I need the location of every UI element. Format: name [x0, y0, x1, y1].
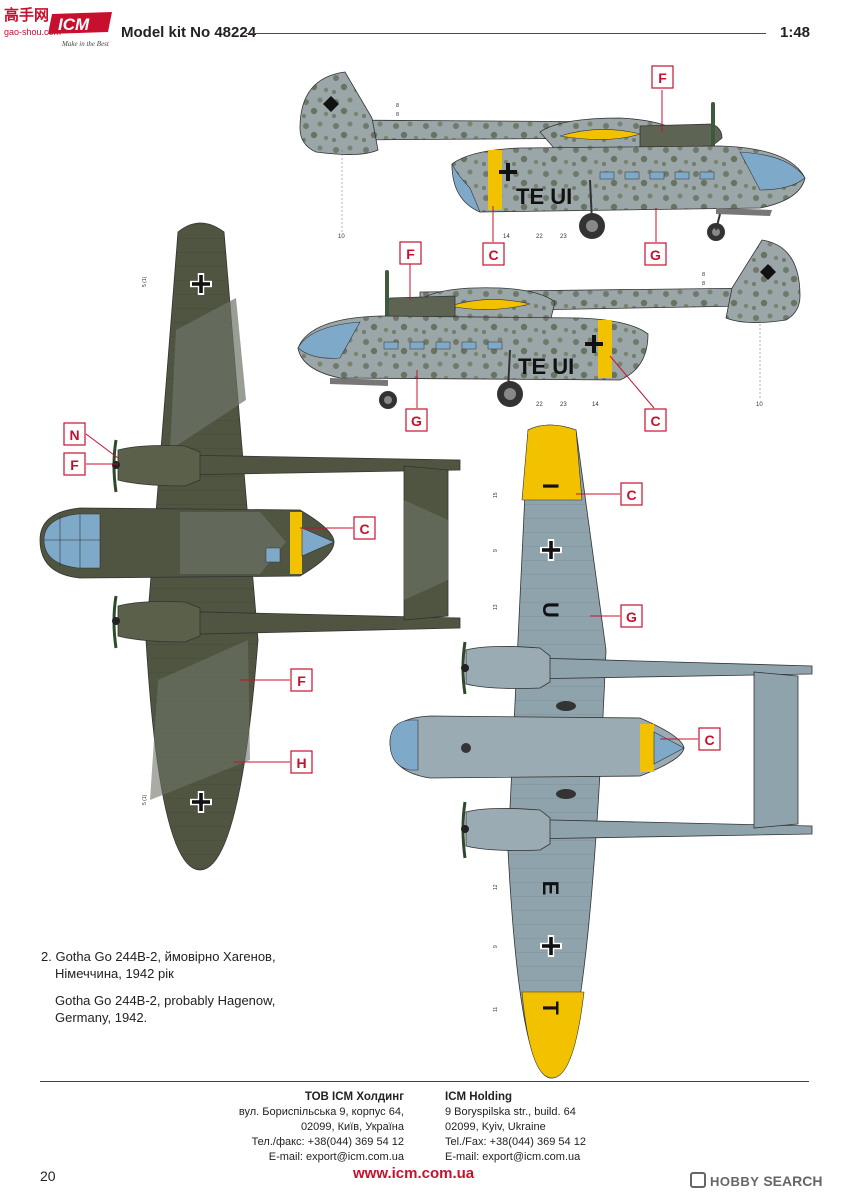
callouts: F C G F G C N F C F H [63, 65, 721, 774]
ref-14: 14 [503, 234, 510, 240]
stencil-top-left: 5 (1) [142, 276, 148, 287]
header-rule [246, 33, 766, 34]
stencil-13: 13 [493, 604, 499, 610]
address-ua-line2: 02099, Київ, Україна [300, 1121, 404, 1133]
company-en: ICM Holding [445, 1091, 513, 1103]
website-link[interactable]: www.icm.com.ua [353, 1165, 475, 1182]
scale-label: 1:48 [780, 24, 811, 41]
svg-text:C: C [704, 732, 714, 748]
callout-c-5: C [698, 727, 721, 751]
stencil-bottom-left: 5 (1) [142, 794, 148, 805]
address-en-line1: 9 Boryspilska str., build. 64 [445, 1106, 576, 1118]
svg-text:F: F [297, 673, 306, 689]
address-en-line2: 02099, Kyiv, Ukraine [445, 1121, 546, 1133]
svg-text:N: N [69, 427, 79, 443]
watermark-brand: HOBBY [710, 1174, 760, 1189]
logo-brand-shape [48, 12, 112, 34]
logo-brand: ICM [58, 15, 90, 34]
company-ua: ТОВ ICM Холдинг [304, 1091, 404, 1103]
underside-letter-u: U [538, 602, 563, 618]
callout-c-4: C [620, 482, 643, 506]
logo-tagline: Make in the Best [61, 40, 110, 48]
svg-text:C: C [488, 247, 498, 263]
address-en-line4: E-mail: export@icm.com.ua [445, 1151, 581, 1163]
logo-site-chars: 高手网 [4, 6, 49, 24]
callout-f-1: F [651, 65, 674, 89]
svg-text:F: F [406, 246, 415, 262]
callout-g-1: G [644, 242, 667, 266]
footer-rule [40, 1081, 809, 1082]
aircraft-caption: 2. Gotha Go 244B-2, ймовірно Хагенов, Ні… [41, 948, 276, 1026]
svg-text:C: C [650, 413, 660, 429]
page-title: Model kit No 48224 [121, 24, 257, 41]
callout-c-1: C [482, 242, 505, 266]
stencil-9b: 9 [493, 945, 499, 948]
underside-letter-t: T [538, 1001, 563, 1015]
address-ua-line4: E-mail: export@icm.com.ua [268, 1151, 404, 1163]
ref-14-b: 14 [592, 402, 599, 408]
address-ua: ТОВ ICM Холдинг вул. Бориспільська 9, ко… [239, 1090, 404, 1165]
svg-text:C: C [626, 487, 636, 503]
ref-23: 23 [560, 234, 567, 240]
address-en: ICM Holding 9 Boryspilska str., build. 6… [445, 1090, 586, 1165]
side-code-1: TE UI [516, 184, 572, 209]
watermark-word: SEARCH [763, 1173, 823, 1189]
underside-letter-i: I [538, 483, 563, 489]
stencil-15: 15 [493, 492, 499, 498]
bottom-view: I U E T 15 9 13 12 9 11 [389, 424, 813, 1079]
ref-22: 22 [536, 234, 543, 240]
callout-c-2: C [644, 408, 667, 432]
side-code-2: TE UI [518, 354, 574, 379]
tail-stencil-2: 8 [396, 112, 399, 118]
tail-stencil: 8 [396, 103, 399, 109]
caption-ua-line2: Німеччина, 1942 рік [55, 966, 174, 981]
aircraft-drawings: 8 8 TE UI 10 14 22 23 [39, 65, 813, 1079]
callout-g-3: G [620, 604, 643, 628]
ref-22-b: 22 [536, 402, 543, 408]
svg-text:G: G [650, 247, 661, 263]
watermark-icon [690, 1172, 706, 1188]
stencil-12: 12 [493, 884, 499, 890]
caption-ua-line1: 2. Gotha Go 244B-2, ймовірно Хагенов, [41, 949, 276, 964]
svg-text:G: G [626, 609, 637, 625]
logo-site-url: gao-shou.com [4, 27, 61, 37]
icm-logo: 高手网 gao-shou.com ICM Make in the Best [4, 6, 112, 48]
ref-10-b: 10 [756, 402, 763, 408]
ref-10: 10 [338, 234, 345, 240]
svg-text:H: H [296, 755, 306, 771]
callout-f-2: F [399, 241, 422, 265]
svg-text:G: G [411, 413, 422, 429]
side-profile-right: 8 8 TE UI 10 14 22 23 [299, 71, 806, 241]
caption-en-line1: Gotha Go 244B-2, probably Hagenow, [55, 993, 276, 1008]
callout-h: H [290, 750, 313, 774]
top-view: 5 (1) 5 (1) [39, 222, 461, 871]
callout-f-4: F [290, 668, 313, 692]
side-profile-left: 8 8 TE UI 10 22 23 14 [297, 239, 801, 409]
hobby-search-watermark: HOBBY SEARCH [690, 1172, 822, 1189]
svg-text:F: F [658, 70, 667, 86]
callout-n: N [63, 422, 86, 446]
tail-stencil-3: 8 [702, 272, 705, 278]
svg-text:F: F [70, 457, 79, 473]
caption-en-line2: Germany, 1942. [55, 1010, 148, 1025]
tail-stencil-4: 8 [702, 281, 705, 287]
callout-g-2: G [405, 408, 428, 432]
address-ua-line1: вул. Бориспільська 9, корпус 64, [238, 1106, 404, 1118]
callout-c-3: C [353, 516, 376, 540]
address-ua-line3: Тел./факс: +38(044) 369 54 12 [251, 1136, 404, 1148]
underside-letter-e: E [538, 881, 563, 896]
address-en-line3: Tel./Fax: +38(044) 369 54 12 [445, 1136, 586, 1148]
stencil-9a: 9 [493, 549, 499, 552]
ref-23-b: 23 [560, 402, 567, 408]
stencil-11: 11 [493, 1007, 499, 1012]
callout-f-3: F [63, 452, 86, 476]
svg-text:C: C [359, 521, 369, 537]
page-number: 20 [40, 1168, 56, 1184]
